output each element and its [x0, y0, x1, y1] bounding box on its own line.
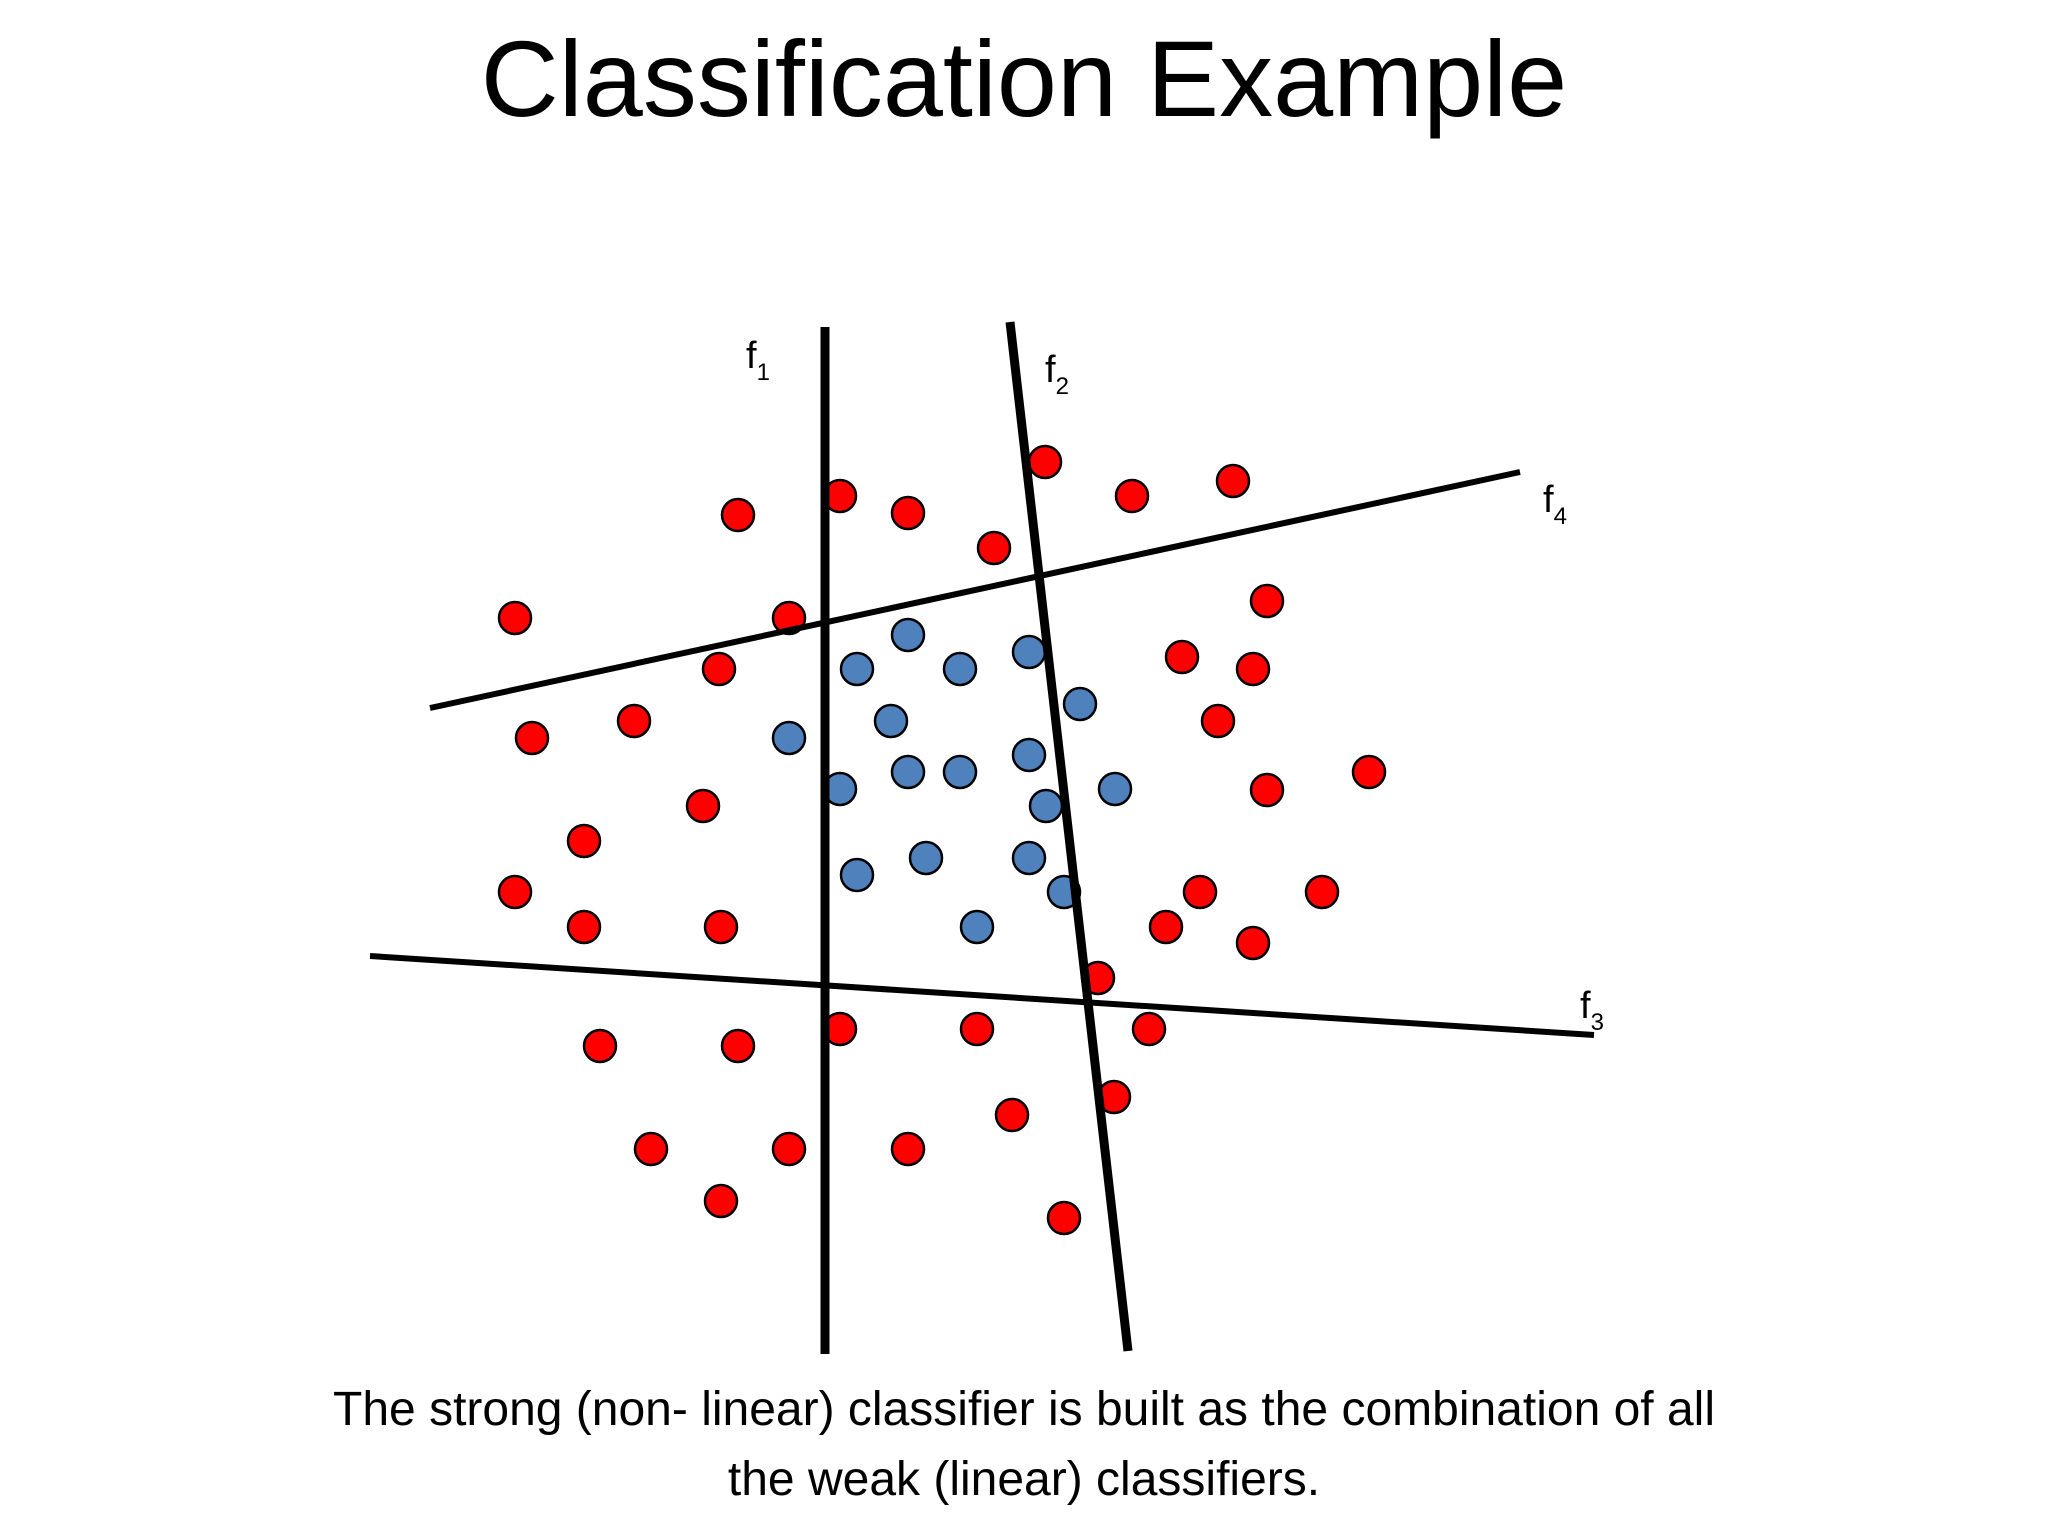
- red-sample-point: [890, 1131, 926, 1167]
- red-sample-point: [1351, 754, 1387, 790]
- red-sample-point: [1148, 909, 1184, 945]
- red-sample-point: [1249, 583, 1285, 619]
- red-sample-point: [720, 497, 756, 533]
- red-sample-point: [497, 600, 533, 636]
- blue-sample-point: [1011, 634, 1047, 670]
- red-sample-point: [1114, 478, 1150, 514]
- classifier-line-f3: [369, 953, 1595, 1038]
- red-sample-point: [703, 909, 739, 945]
- blue-sample-point: [908, 840, 944, 876]
- red-sample-point: [514, 720, 550, 756]
- red-sample-point: [1027, 444, 1063, 480]
- red-sample-point: [1131, 1011, 1167, 1047]
- red-sample-point: [994, 1097, 1030, 1133]
- blue-sample-point: [942, 651, 978, 687]
- red-sample-point: [703, 1183, 739, 1219]
- label-f4: f4: [1543, 479, 1567, 530]
- red-sample-point: [771, 1131, 807, 1167]
- blue-sample-point: [1097, 771, 1133, 807]
- red-sample-point: [1235, 651, 1271, 687]
- red-sample-point: [720, 1028, 756, 1064]
- red-sample-point: [1215, 463, 1251, 499]
- red-sample-point: [976, 530, 1012, 566]
- blue-sample-point: [839, 651, 875, 687]
- blue-sample-point: [1011, 737, 1047, 773]
- blue-sample-point: [873, 703, 909, 739]
- red-sample-point: [497, 874, 533, 910]
- red-sample-point: [685, 788, 721, 824]
- blue-sample-point: [1028, 788, 1064, 824]
- red-sample-point: [616, 703, 652, 739]
- blue-sample-point: [890, 754, 926, 790]
- red-sample-point: [633, 1131, 669, 1167]
- red-sample-point: [890, 495, 926, 531]
- classifier-line-f4: [429, 469, 1521, 711]
- red-sample-point: [582, 1028, 618, 1064]
- blue-sample-point: [1062, 686, 1098, 722]
- red-sample-point: [1200, 703, 1236, 739]
- red-sample-point: [566, 909, 602, 945]
- classifier-line-f2: [1005, 321, 1133, 1352]
- red-sample-point: [1164, 639, 1200, 675]
- blue-sample-point: [959, 909, 995, 945]
- red-sample-point: [959, 1011, 995, 1047]
- caption-line-1: The strong (non- linear) classifier is b…: [333, 1383, 1715, 1436]
- red-sample-point: [701, 651, 737, 687]
- blue-sample-point: [771, 720, 807, 756]
- caption: The strong (non- linear) classifier is b…: [0, 1375, 2048, 1515]
- red-sample-point: [566, 823, 602, 859]
- red-sample-point: [1046, 1200, 1082, 1236]
- label-f2: f2: [1045, 349, 1069, 400]
- label-f1: f1: [746, 335, 770, 386]
- blue-sample-point: [942, 754, 978, 790]
- caption-line-2: the weak (linear) classifiers.: [727, 1453, 1321, 1506]
- red-sample-point: [1182, 874, 1218, 910]
- red-sample-point: [1235, 925, 1271, 961]
- red-sample-point: [1304, 874, 1340, 910]
- red-sample-point: [1249, 772, 1285, 808]
- labels-layer: f1 f2 f3 f4: [746, 335, 1604, 1036]
- label-f3: f3: [1580, 985, 1604, 1036]
- lines-layer: [369, 321, 1595, 1354]
- slide-title: Classification Example: [480, 18, 1568, 139]
- blue-sample-point: [890, 617, 926, 653]
- blue-sample-point: [1011, 840, 1047, 876]
- blue-sample-point: [839, 857, 875, 893]
- points-layer: [497, 444, 1387, 1236]
